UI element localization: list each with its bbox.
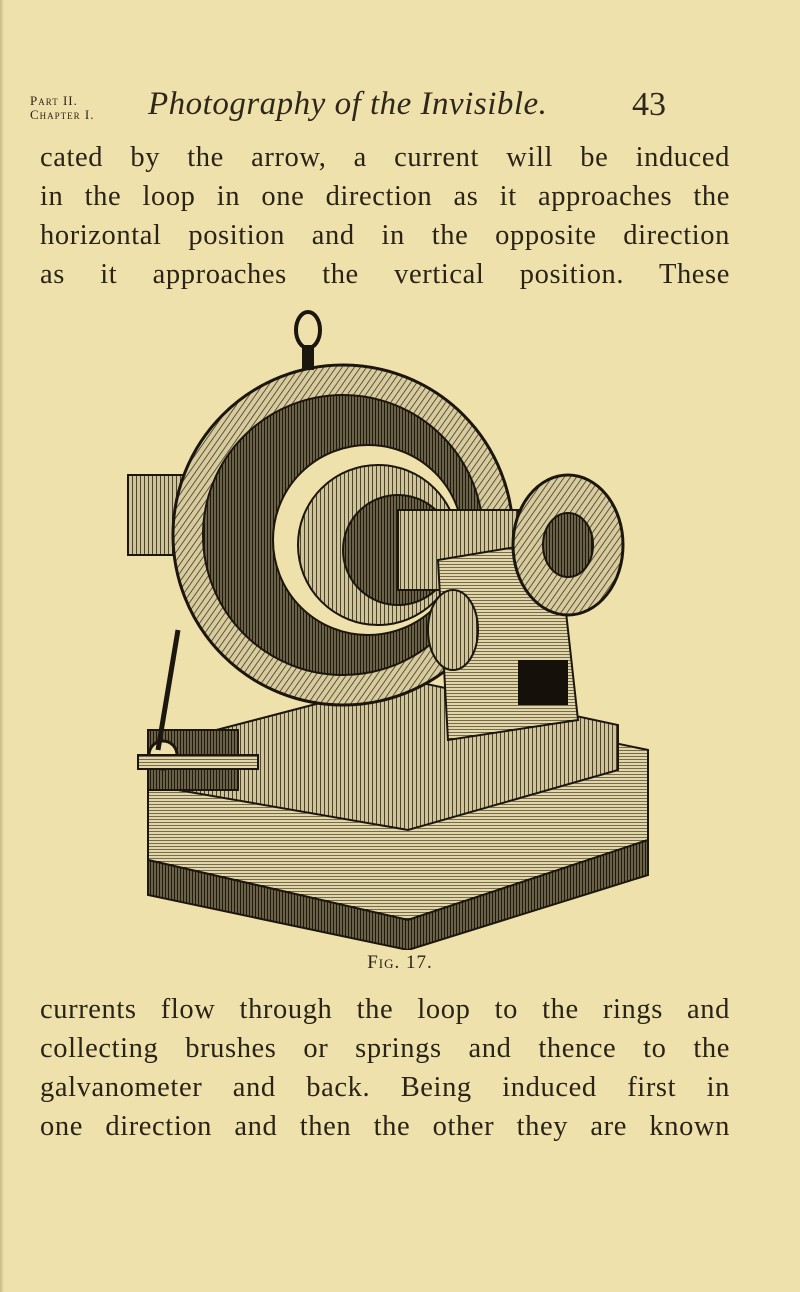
text-line: in the loop in one direction as it appro…: [40, 181, 730, 212]
page-header: Part II. Chapter I. Photography of the I…: [0, 86, 800, 136]
chapter-label: Chapter I.: [30, 107, 95, 122]
part-chapter-label: Part II. Chapter I.: [30, 94, 95, 122]
right-pedestal: [427, 473, 625, 742]
part-label: Part II.: [30, 93, 78, 108]
figure-caption: Fig. 17.: [367, 952, 433, 973]
text-line: as it approaches the vertical position. …: [40, 259, 730, 290]
text-line: cated by the arrow, a current will be in…: [40, 142, 730, 173]
text-line: currents flow through the loop to the ri…: [40, 994, 730, 1025]
body-text-top: cated by the arrow, a current will be in…: [40, 138, 730, 294]
lifting-eye: [294, 310, 322, 370]
body-text-bottom: currents flow through the loop to the ri…: [40, 990, 730, 1146]
drive-shaft: [137, 754, 259, 770]
dynamo-engraving-figure: [127, 310, 649, 950]
page-number: 43: [632, 86, 666, 123]
text-line: collecting brushes or springs and thence…: [40, 1033, 730, 1064]
page-edge: [0, 0, 4, 1292]
running-title: Photography of the Invisible.: [148, 86, 548, 122]
text-line: horizontal position and in the opposite …: [40, 220, 730, 251]
text-line: galvanometer and back. Being induced fir…: [40, 1072, 730, 1103]
text-line: one direction and then the other they ar…: [40, 1111, 730, 1142]
